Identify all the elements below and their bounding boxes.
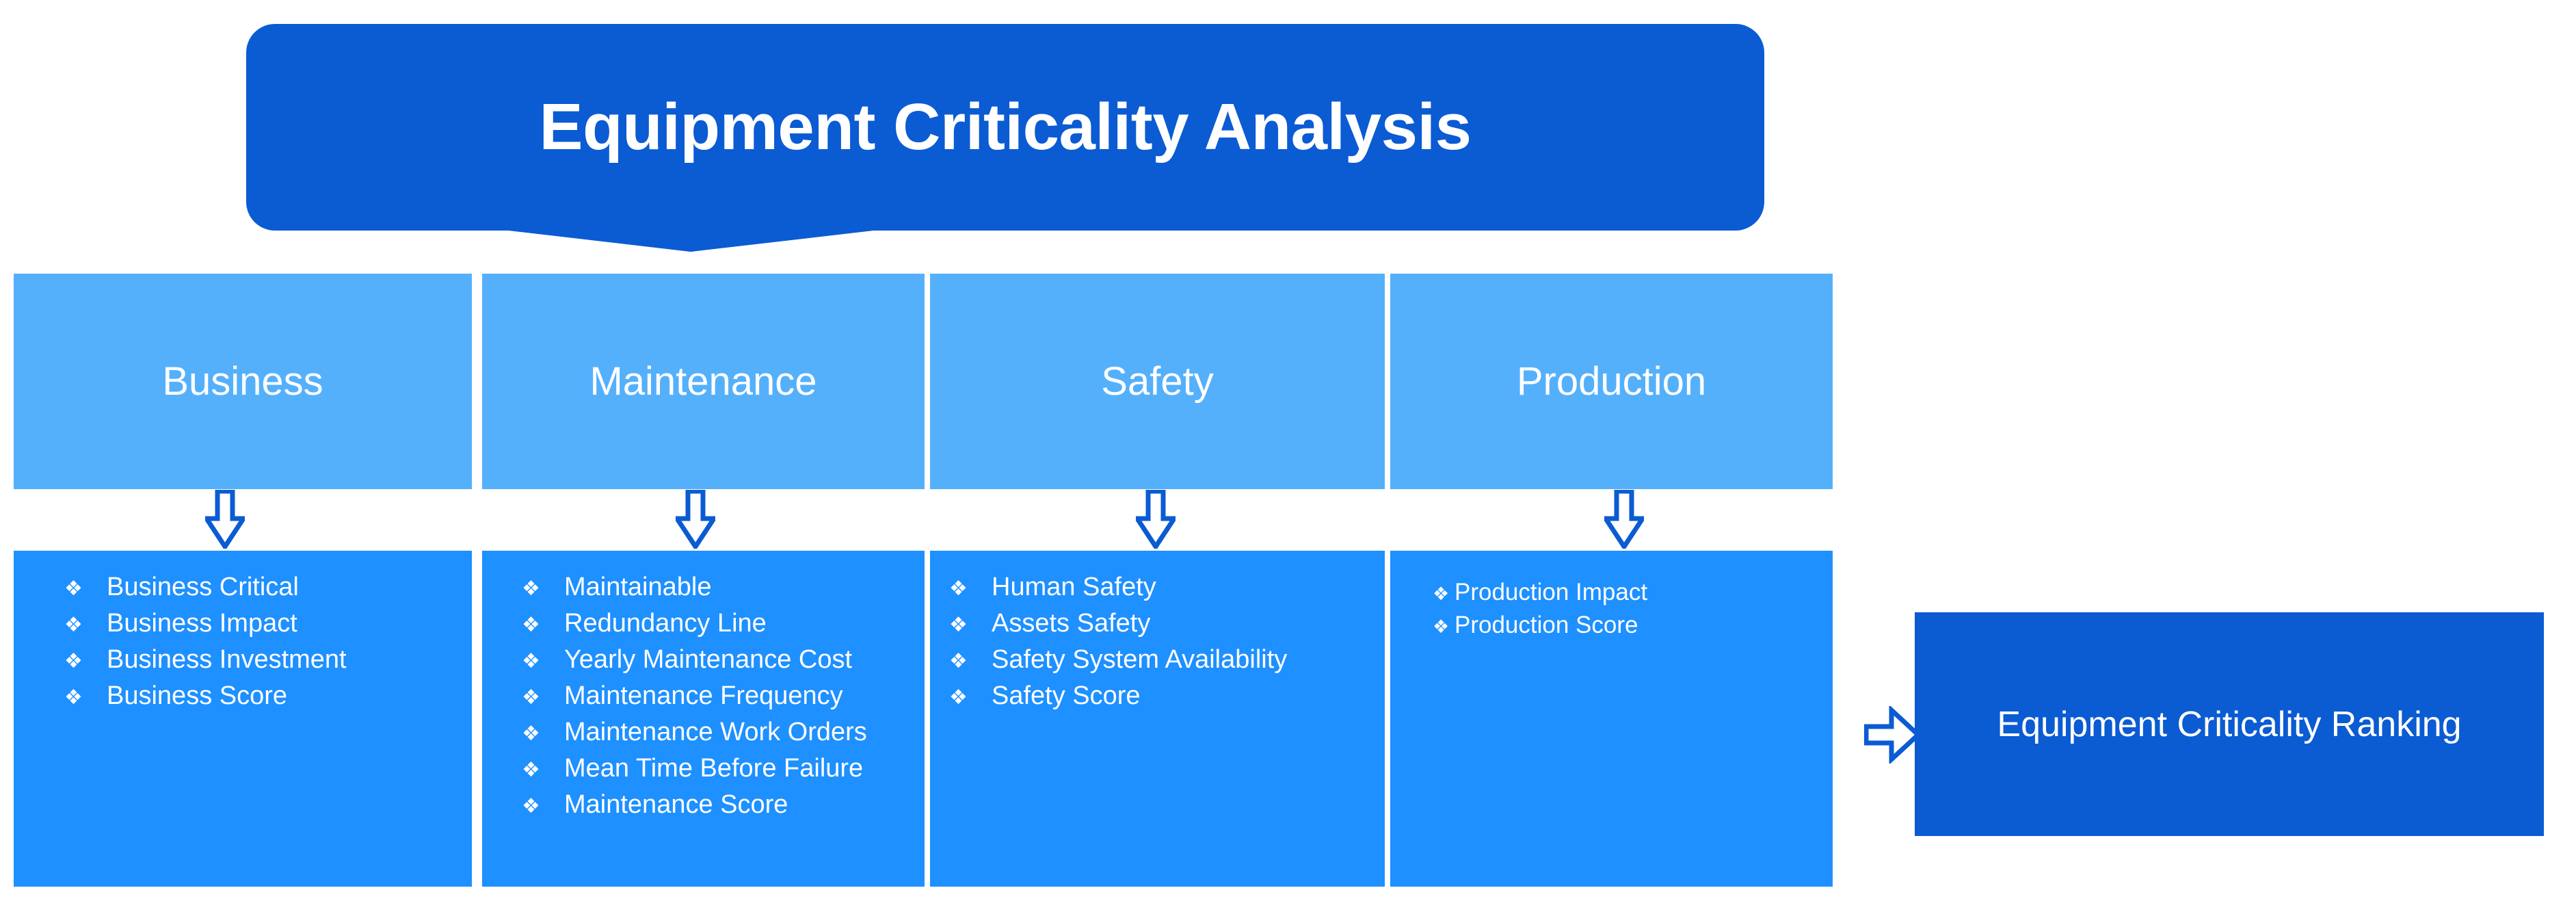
result-box-equipment-criticality-ranking[interactable]: Equipment Criticality Ranking bbox=[1915, 612, 2544, 836]
diamond-bullet-icon: ❖ bbox=[1433, 616, 1450, 637]
arrow-down-icon bbox=[1604, 490, 1644, 549]
category-header-safety[interactable]: Safety bbox=[930, 274, 1385, 489]
category-header-label: Maintenance bbox=[589, 358, 817, 404]
list-item: ❖ Safety Score bbox=[949, 679, 1385, 715]
list-item-label: Maintainable bbox=[564, 573, 712, 601]
diamond-bullet-icon: ❖ bbox=[522, 614, 540, 636]
banner-tail-icon bbox=[503, 230, 879, 252]
list-item: ❖ Business Investment bbox=[64, 642, 472, 679]
arrow-right-icon bbox=[1864, 706, 1920, 763]
diamond-bullet-icon: ❖ bbox=[522, 759, 540, 781]
diamond-bullet-icon: ❖ bbox=[64, 650, 83, 673]
list-item: ❖ Assets Safety bbox=[949, 606, 1385, 642]
bullet-list: ❖ Maintainable ❖ Redundancy Line ❖ Yearly M… bbox=[482, 551, 925, 824]
category-header-production[interactable]: Production bbox=[1390, 274, 1833, 489]
category-header-label: Business bbox=[162, 358, 323, 404]
list-item-label: Redundancy Line bbox=[564, 609, 767, 638]
page-title: Equipment Criticality Analysis bbox=[539, 90, 1472, 164]
list-item: ❖ Yearly Maintenance Cost bbox=[522, 642, 925, 679]
criteria-list-maintenance: ❖ Maintainable ❖ Redundancy Line ❖ Yearly M… bbox=[482, 551, 925, 887]
arrow-down-icon bbox=[205, 490, 245, 549]
list-item-label: Maintenance Score bbox=[564, 790, 788, 819]
diamond-bullet-icon: ❖ bbox=[949, 577, 968, 600]
list-item-label: Maintenance Work Orders bbox=[564, 718, 867, 746]
list-item: ❖ Maintenance Work Orders bbox=[522, 715, 925, 751]
diamond-bullet-icon: ❖ bbox=[522, 686, 540, 709]
bullet-list: ❖ Human Safety ❖ Assets Safety ❖ Safety Sys… bbox=[930, 551, 1385, 715]
diamond-bullet-icon: ❖ bbox=[522, 795, 540, 818]
list-item: ❖ Redundancy Line bbox=[522, 606, 925, 642]
criteria-list-production: ❖Production Impact ❖Production Score bbox=[1390, 551, 1833, 887]
list-item: ❖ Human Safety bbox=[949, 570, 1385, 606]
list-item-label: Safety System Availability bbox=[992, 645, 1288, 674]
list-item-label: Business Critical bbox=[107, 573, 299, 601]
list-item: ❖Production Score bbox=[1433, 610, 1833, 642]
list-item: ❖ Maintenance Score bbox=[522, 787, 925, 824]
diamond-bullet-icon: ❖ bbox=[64, 577, 83, 600]
diamond-bullet-icon: ❖ bbox=[522, 722, 540, 745]
category-header-label: Safety bbox=[1101, 358, 1214, 404]
diamond-bullet-icon: ❖ bbox=[1433, 584, 1450, 604]
category-header-label: Production bbox=[1516, 358, 1707, 404]
list-item-label: Business Investment bbox=[107, 645, 347, 674]
list-item: ❖ Business Critical bbox=[64, 570, 472, 606]
list-item: ❖ Maintenance Frequency bbox=[522, 679, 925, 715]
list-item-label: Assets Safety bbox=[992, 609, 1151, 638]
list-item-label: Business Impact bbox=[107, 609, 297, 638]
diamond-bullet-icon: ❖ bbox=[949, 614, 968, 636]
list-item-label: Mean Time Before Failure bbox=[564, 754, 864, 783]
bullet-list: ❖ Business Critical ❖ Business Impact ❖ Bus… bbox=[14, 551, 472, 715]
diamond-bullet-icon: ❖ bbox=[949, 650, 968, 673]
diamond-bullet-icon: ❖ bbox=[949, 686, 968, 709]
category-header-maintenance[interactable]: Maintenance bbox=[482, 274, 925, 489]
arrow-down-icon bbox=[676, 490, 715, 549]
list-item-label: Human Safety bbox=[992, 573, 1156, 601]
list-item: ❖Production Impact bbox=[1433, 577, 1833, 610]
title-banner: Equipment Criticality Analysis bbox=[246, 24, 1764, 231]
diamond-bullet-icon: ❖ bbox=[522, 650, 540, 673]
list-item-label: Maintenance Frequency bbox=[564, 681, 843, 710]
list-item-label: Production Impact bbox=[1455, 579, 1648, 605]
list-item: ❖ Maintainable bbox=[522, 570, 925, 606]
category-header-business[interactable]: Business bbox=[14, 274, 472, 489]
criteria-list-business: ❖ Business Critical ❖ Business Impact ❖ Bus… bbox=[14, 551, 472, 887]
list-item: ❖ Mean Time Before Failure bbox=[522, 751, 925, 787]
arrow-down-icon bbox=[1136, 490, 1176, 549]
list-item: ❖ Business Score bbox=[64, 679, 472, 715]
list-item: ❖ Safety System Availability bbox=[949, 642, 1385, 679]
diamond-bullet-icon: ❖ bbox=[522, 577, 540, 600]
list-item-label: Business Score bbox=[107, 681, 288, 710]
list-item: ❖ Business Impact bbox=[64, 606, 472, 642]
diamond-bullet-icon: ❖ bbox=[64, 686, 83, 709]
list-item-label: Production Score bbox=[1455, 612, 1638, 638]
list-item-label: Safety Score bbox=[992, 681, 1141, 710]
list-item-label: Yearly Maintenance Cost bbox=[564, 645, 853, 674]
diamond-bullet-icon: ❖ bbox=[64, 614, 83, 636]
criteria-list-safety: ❖ Human Safety ❖ Assets Safety ❖ Safety Sys… bbox=[930, 551, 1385, 887]
result-box-label: Equipment Criticality Ranking bbox=[1997, 704, 2462, 744]
bullet-list: ❖Production Impact ❖Production Score bbox=[1390, 551, 1833, 642]
